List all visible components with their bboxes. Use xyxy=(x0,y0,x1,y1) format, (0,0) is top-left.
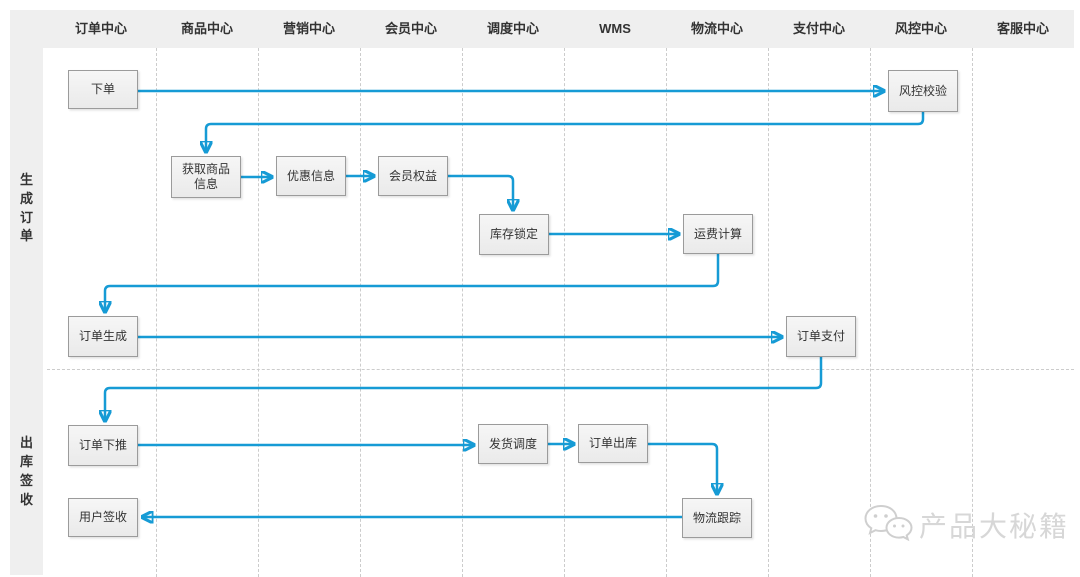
row-label-outbound-sign: 出库签收 xyxy=(19,435,33,507)
column-header-logistics-center: 物流中心 xyxy=(690,21,744,36)
node-member-benefits: 会员权益 xyxy=(378,156,448,196)
node-risk-check: 风控校验 xyxy=(888,70,958,112)
node-user-sign: 用户签收 xyxy=(68,498,138,537)
node-order-push: 订单下推 xyxy=(68,425,138,466)
column-header-dispatch-center: 调度中心 xyxy=(486,21,540,36)
node-logistics-track: 物流跟踪 xyxy=(682,498,752,538)
column-header-member-center: 会员中心 xyxy=(384,21,438,36)
column-header-risk-center: 风控中心 xyxy=(894,21,948,36)
lane-separator xyxy=(47,369,1074,370)
node-ship-dispatch: 发货调度 xyxy=(478,424,548,464)
column-header-service-center: 客服中心 xyxy=(996,21,1050,36)
column-header-product-center: 商品中心 xyxy=(180,21,234,36)
edge-order-pay-to-order-push xyxy=(105,357,823,421)
node-place-order: 下单 xyxy=(68,70,138,109)
column-separator xyxy=(870,48,871,577)
column-separator xyxy=(462,48,463,577)
node-inventory-lock: 库存锁定 xyxy=(479,214,549,255)
watermark: 产品大秘籍 xyxy=(863,503,1069,547)
column-separator xyxy=(564,48,565,577)
column-header-marketing-center: 营销中心 xyxy=(282,21,336,36)
row-label-generate-order: 生成订单 xyxy=(19,171,33,244)
column-separator xyxy=(258,48,259,577)
column-header-order-center: 订单中心 xyxy=(74,21,128,36)
node-discount-info: 优惠信息 xyxy=(276,156,346,196)
node-freight-calc: 运费计算 xyxy=(683,214,753,254)
column-separator xyxy=(768,48,769,577)
node-order-outbound: 订单出库 xyxy=(578,424,648,463)
column-header-payment-center: 支付中心 xyxy=(792,21,846,36)
column-separator xyxy=(666,48,667,577)
column-header-bar: 订单中心 商品中心 营销中心 会员中心 调度中心 WMS 物流中心 支付中心 风… xyxy=(10,10,1074,48)
wechat-icon xyxy=(864,504,913,542)
edge-order-outbound-to-logistics-track xyxy=(648,442,717,494)
edge-freight-calc-to-order-generate xyxy=(105,254,720,312)
node-order-pay: 订单支付 xyxy=(786,316,856,357)
node-order-generate: 订单生成 xyxy=(68,316,138,357)
column-header-wms: WMS xyxy=(599,21,631,36)
edge-member-benefits-to-inventory-lock xyxy=(448,174,513,210)
column-separator xyxy=(360,48,361,577)
watermark-text: 产品大秘籍 xyxy=(919,511,1070,542)
node-get-product-info: 获取商品 信息 xyxy=(171,156,241,198)
row-label-bar: 生成订单 出库签收 xyxy=(10,48,43,575)
column-separator xyxy=(972,48,973,577)
column-separator xyxy=(156,48,157,577)
